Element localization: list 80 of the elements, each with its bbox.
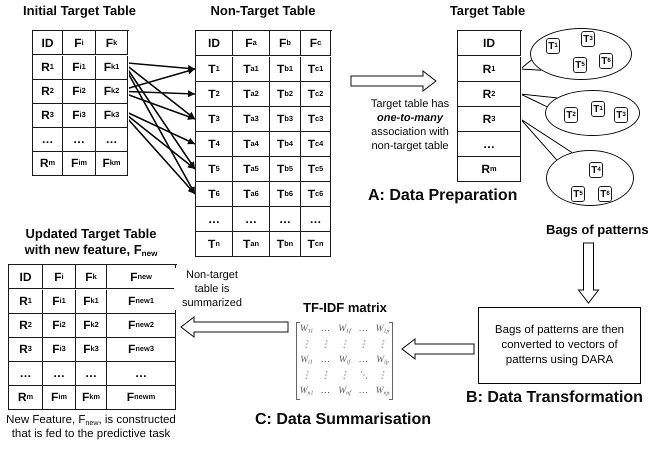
table-title: Initial Target Table [22, 3, 137, 19]
matrix-entry: ⋮ [338, 338, 350, 352]
section-heading: Bags of patterns [546, 222, 654, 239]
block-arrow [577, 242, 600, 304]
matrix-entry: ⋮ [320, 370, 332, 382]
table-row [195, 30, 332, 56]
table-cell: ID [33, 31, 63, 55]
table-row [32, 30, 128, 56]
matrix-entry: … [320, 354, 331, 367]
table-cell: ID [9, 265, 43, 289]
section-label: A: Data Preparation [368, 187, 518, 205]
block-arrow [401, 338, 474, 360]
table-cell: ID [196, 31, 233, 56]
table-row [8, 314, 176, 338]
matrix-entry: … [358, 323, 369, 336]
table-caption: New Feature, F$_{new}$, is constructed that is fed to the predictive task [5, 413, 177, 441]
matrix-entry: W$_{1p}$ [374, 323, 390, 336]
table-row [32, 128, 128, 152]
table-row [195, 106, 332, 132]
table-row [8, 338, 176, 362]
arrow [127, 68, 196, 90]
table-row [32, 152, 128, 176]
arrow [127, 112, 196, 145]
arrow [127, 65, 196, 120]
box-text: Bags of patterns are then converted to vectors of patterns using DARA [494, 323, 626, 368]
table-title: Updated Target Table with new feature, F$_{new}$ [24, 226, 158, 258]
matrix-entry: ⋮ [338, 370, 350, 382]
speech-bubble [545, 90, 640, 136]
arrow [127, 94, 196, 120]
table-row [32, 80, 128, 104]
table-row [195, 82, 332, 106]
section-label: C: Data Summarisation [255, 411, 432, 429]
table-row [195, 182, 332, 206]
section-label: B: Data Transformation [465, 389, 644, 407]
matrix-entry: … [358, 354, 369, 367]
matrix-entry: ⋮ [358, 338, 370, 352]
matrix-entry: W$_{1f}$ [337, 323, 352, 336]
block-arrow [350, 70, 437, 92]
table-row [32, 104, 128, 128]
arrow [126, 118, 196, 195]
matrix-entry: ⋮ [376, 338, 388, 352]
matrix-entry: ⋮ [300, 370, 312, 382]
arrow [127, 90, 196, 98]
table-row [195, 56, 332, 82]
arrow [126, 72, 196, 194]
table-row [195, 206, 332, 232]
matrix-entry: W$_{i1}$ [299, 354, 314, 368]
arrow [126, 68, 196, 170]
table-row [195, 132, 332, 156]
matrix-entry: ⋮ [300, 338, 312, 352]
table-row [8, 362, 176, 386]
matrix-entry: W$_{if}$ [338, 354, 352, 368]
matrix-entry: W$_{np}$ [374, 385, 390, 398]
matrix-entry: ⋮ [320, 338, 332, 352]
arrow [127, 114, 196, 170]
table-row [195, 232, 332, 256]
table-row [32, 56, 128, 80]
matrix-entry: … [320, 323, 331, 336]
arrow [127, 62, 196, 72]
matrix-entry: W$_{ip}$ [375, 354, 390, 368]
matrix-entry: W$_{n1}$ [298, 385, 314, 398]
process-box [478, 307, 641, 384]
matrix-title: TF-IDF matrix [302, 300, 388, 316]
table-row [8, 290, 176, 314]
table-title: Non-Target Table [210, 3, 316, 19]
table-row [195, 156, 332, 182]
table-row [8, 264, 176, 290]
table-title: Target Table [448, 3, 526, 19]
callout-tail [520, 60, 542, 71]
matrix-entry: ⋮ [376, 370, 388, 382]
matrix-entry: … [358, 385, 369, 398]
callout-tail [520, 118, 572, 160]
matrix-entry: W$_{11}$ [298, 323, 314, 336]
matrix-entry: … [320, 385, 331, 398]
block-arrow [180, 316, 288, 338]
table-cell: ID [458, 31, 521, 56]
matrix-entry: W$_{nf}$ [337, 385, 352, 398]
matrix-entry: ⋱ [358, 370, 370, 382]
table-row [8, 386, 176, 410]
callout-tail [520, 94, 558, 108]
